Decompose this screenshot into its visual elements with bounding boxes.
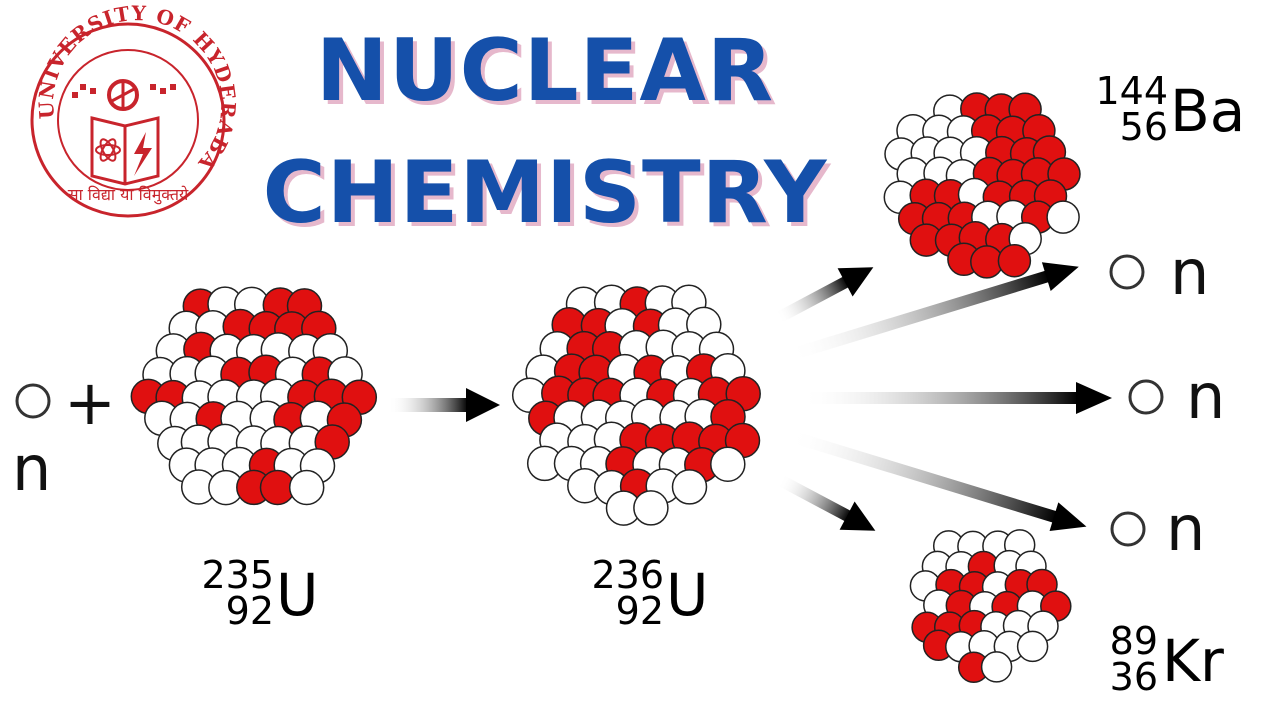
nucleon xyxy=(288,469,325,506)
u236-mass-number: 236 xyxy=(591,553,664,597)
u235-mass-number: 235 xyxy=(201,553,274,597)
ba144-atomic-number: 56 xyxy=(1119,105,1168,149)
product-neutron-2 xyxy=(1128,379,1164,415)
reaction-arrows xyxy=(388,262,1112,532)
lightning-icon xyxy=(134,132,152,176)
product-neutron-label-2: n xyxy=(1186,360,1226,433)
ba144-mass-number: 144 xyxy=(1095,69,1168,113)
u236-notation: 236 92 U xyxy=(576,556,720,636)
logo-motto: सा विद्या या विमुक्तये xyxy=(68,185,189,205)
u235-notation: 235 92 U xyxy=(186,556,330,636)
krypton-89-nucleus xyxy=(909,529,1072,684)
u236-symbol: U xyxy=(666,561,709,629)
u236-atomic-number: 92 xyxy=(615,589,664,633)
nucleon xyxy=(633,490,669,526)
kr89-mass-number: 89 xyxy=(1109,619,1158,663)
ba144-notation: 144 56 Ba xyxy=(1080,72,1270,152)
kr89-symbol: Kr xyxy=(1162,627,1224,695)
arrow-to-barium xyxy=(775,267,874,324)
arrow-reactant-to-intermediate xyxy=(388,388,500,422)
nucleon xyxy=(1046,200,1080,234)
arrow-to-neutron-1 xyxy=(788,262,1079,361)
nucleon xyxy=(1016,630,1049,663)
kr89-atomic-number: 36 xyxy=(1109,655,1158,699)
product-neutron-3 xyxy=(1110,511,1146,547)
product-neutron-1 xyxy=(1109,254,1145,290)
title-line-1: NUCLEAR xyxy=(315,21,775,121)
title-line-2: CHEMISTRY xyxy=(262,143,828,243)
u235-atomic-number: 92 xyxy=(225,589,274,633)
nucleon xyxy=(671,469,708,505)
plus-sign: + xyxy=(64,366,116,439)
arrow-to-krypton xyxy=(777,474,876,531)
neutron-label: n xyxy=(12,432,52,505)
nucleon xyxy=(710,446,746,482)
incoming-neutron xyxy=(15,383,51,419)
arrow-to-neutron-2 xyxy=(800,382,1112,414)
kr89-notation: 89 36 Kr xyxy=(1100,622,1250,702)
ba144-symbol: Ba xyxy=(1170,77,1246,145)
barium-144-nucleus xyxy=(883,92,1081,279)
arrow-to-neutron-3 xyxy=(788,430,1087,532)
u235-symbol: U xyxy=(276,561,319,629)
product-neutron-label-3: n xyxy=(1166,492,1206,565)
nucleon xyxy=(980,651,1013,683)
atom-icon xyxy=(95,144,121,156)
uranium-236-nucleus xyxy=(511,284,761,526)
uranium-235-nucleus xyxy=(130,286,378,506)
nucleon xyxy=(997,243,1032,278)
product-neutron-label-1: n xyxy=(1170,236,1210,309)
